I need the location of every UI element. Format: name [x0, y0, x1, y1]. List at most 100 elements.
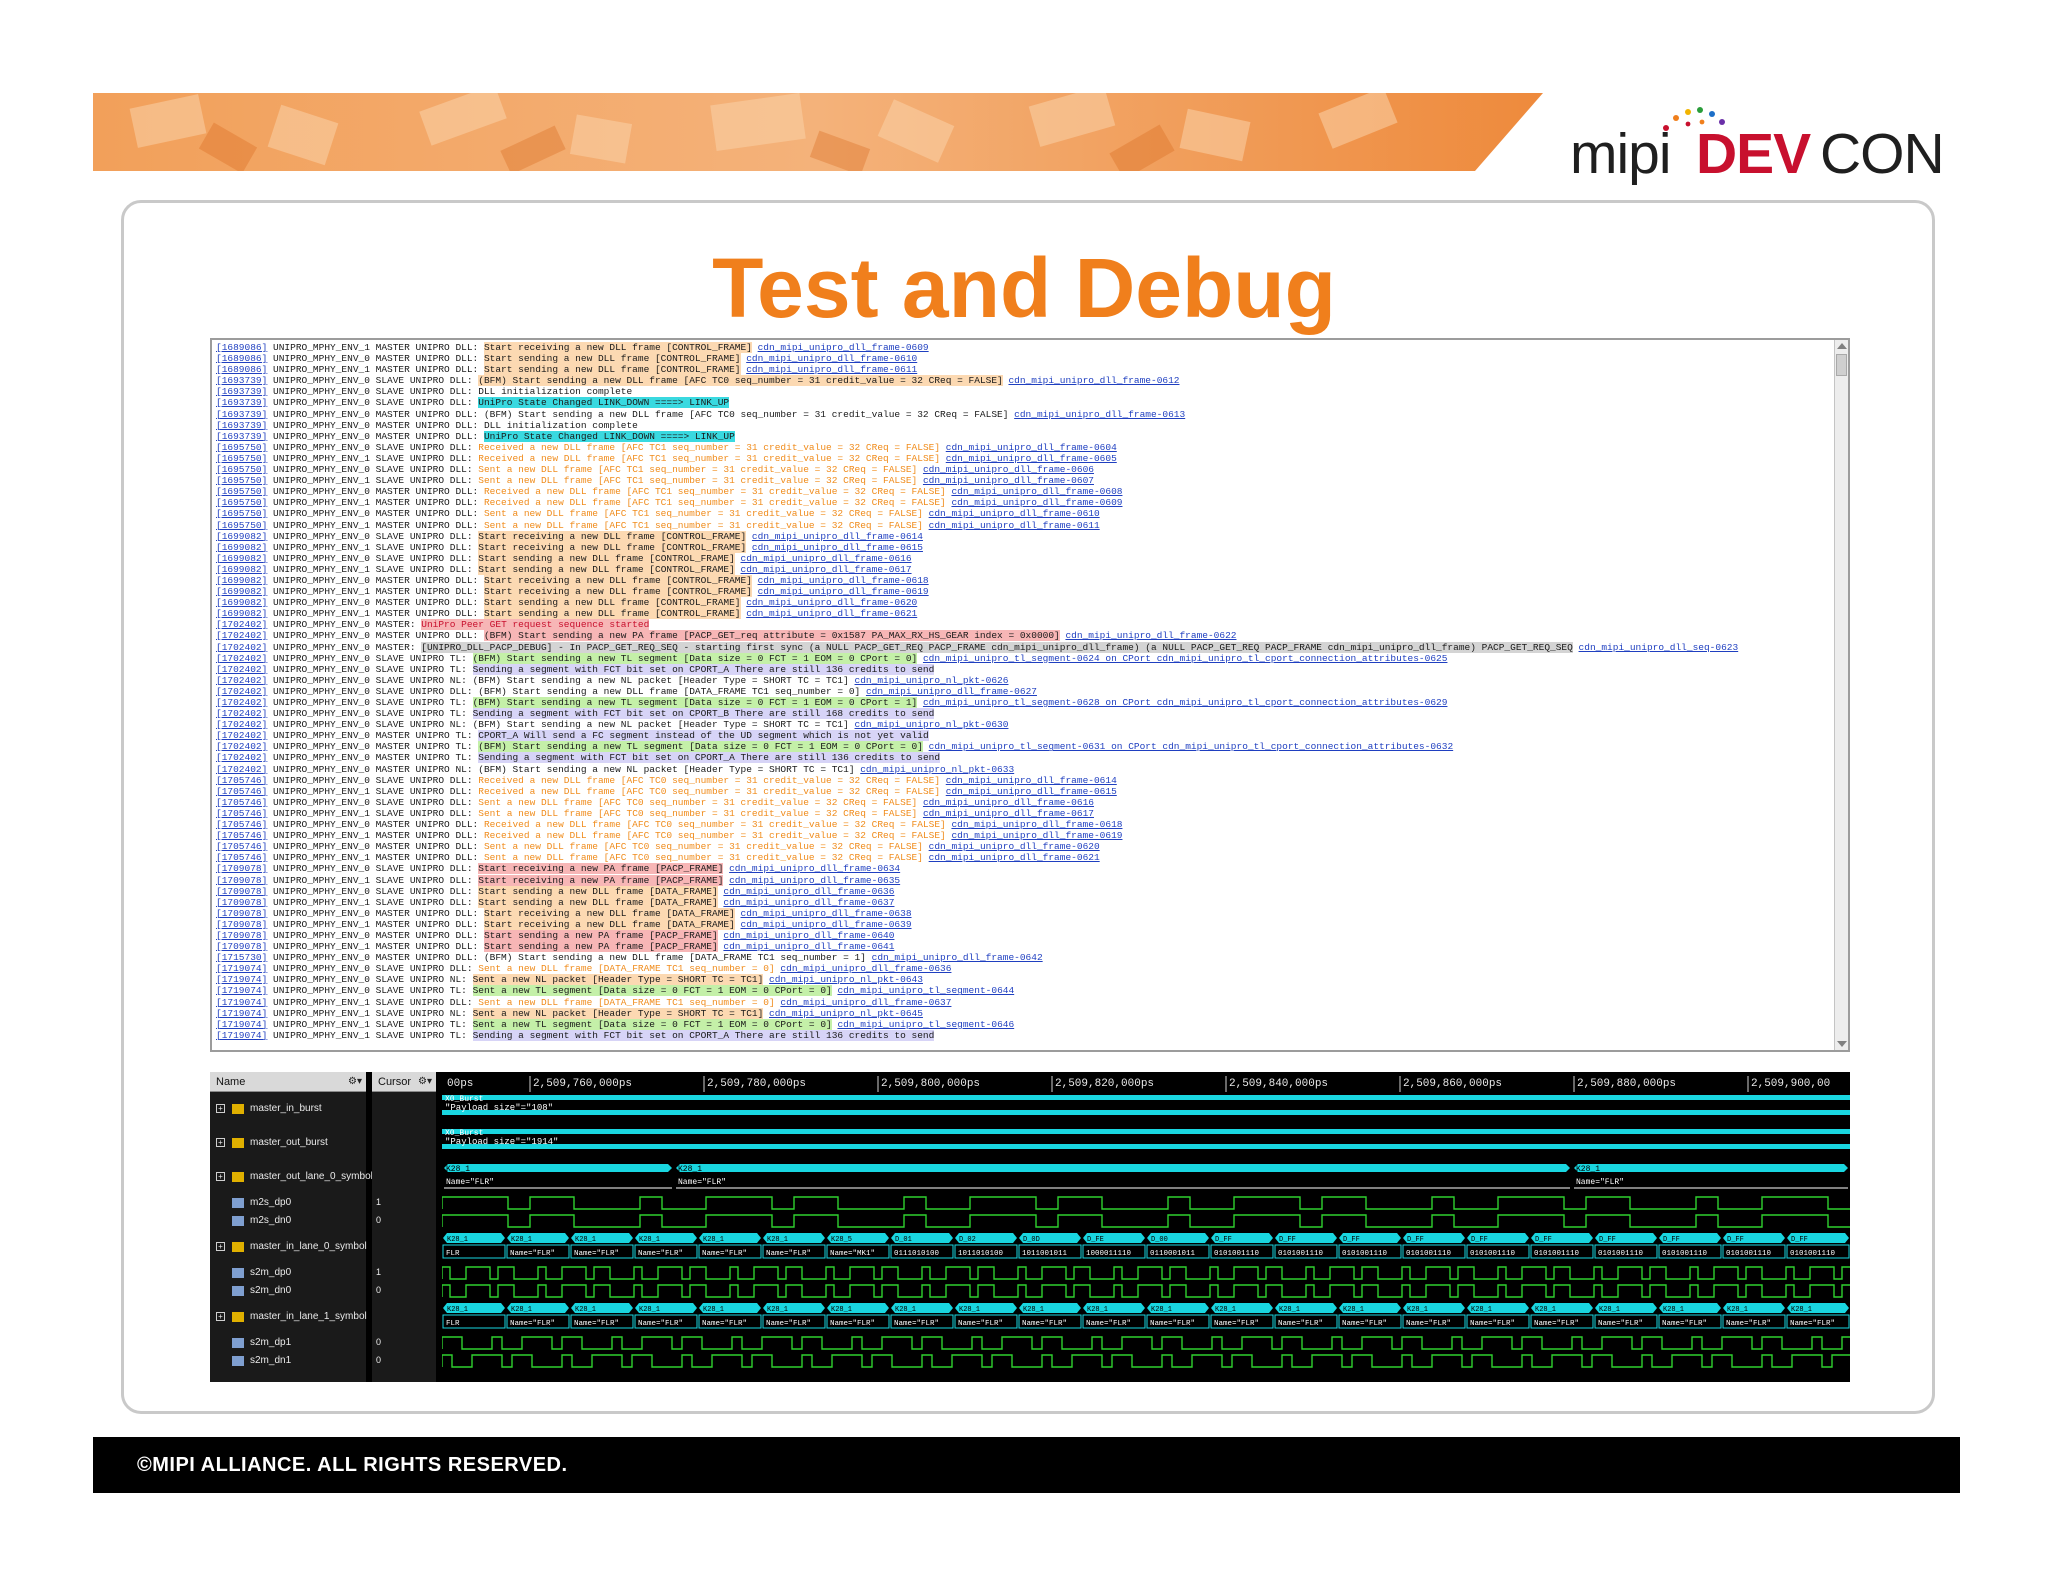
log-object-link[interactable]: cdn_mipi_unipro_dll_frame-0607 [922, 475, 1094, 487]
signal-row-master_in_lane_0_symbol[interactable]: +master_in_lane_0_symbol [210, 1230, 367, 1264]
signal-row-master_in_lane_1_symbol[interactable]: +master_in_lane_1_symbol [210, 1300, 367, 1334]
log-timestamp-link[interactable]: [1705746] [216, 852, 268, 864]
log-object-link[interactable]: cdn_mipi_unipro_dll_frame-0621 [746, 608, 918, 620]
log-object-link[interactable]: cdn_mipi_unipro_dll_frame-0612 [1008, 375, 1180, 387]
log-timestamp-link[interactable]: [1689086] [216, 342, 268, 353]
log-timestamp-link[interactable]: [1693739] [216, 419, 268, 431]
log-object-link[interactable]: cdn_mipi_unipro_dll_frame-0618 [951, 819, 1123, 831]
log-object-link[interactable]: cdn_mipi_unipro_dll_frame-0609 [951, 497, 1123, 509]
signal-row-s2m_dn0[interactable]: s2m_dn0 [210, 1282, 366, 1300]
log-timestamp-link[interactable]: [1702402] [216, 719, 268, 731]
log-object-link[interactable]: cdn_mipi_unipro_dll_frame-0608 [951, 486, 1123, 498]
log-object-link[interactable]: cdn_mipi_unipro_nl_pkt-0643 [769, 974, 923, 986]
log-timestamp-link[interactable]: [1689086] [216, 353, 268, 365]
log-scrollbar[interactable] [1834, 340, 1848, 1050]
expand-icon[interactable]: + [216, 1242, 225, 1251]
log-object-link[interactable]: cdn_mipi_unipro_dll_frame-0604 [945, 441, 1117, 453]
expand-icon[interactable]: + [216, 1172, 225, 1181]
log-object-link[interactable]: cdn_mipi_unipro_dll_frame-0616 [922, 796, 1094, 808]
log-timestamp-link[interactable]: [1705746] [216, 796, 268, 808]
log-object-link[interactable]: cdn_mipi_unipro_tl_segment-0624 on CPort… [922, 652, 1448, 664]
log-timestamp-link[interactable]: [1719074] [216, 1007, 268, 1019]
log-timestamp-link[interactable]: [1695750] [216, 519, 268, 531]
log-timestamp-link[interactable]: [1699082] [216, 552, 268, 564]
log-object-link[interactable]: cdn_mipi_unipro_dll_frame-0627 [865, 685, 1037, 697]
log-timestamp-link[interactable]: [1709078] [216, 918, 268, 930]
log-timestamp-link[interactable]: [1702402] [216, 708, 268, 720]
log-object-link[interactable]: cdn_mipi_unipro_dll_frame-0620 [746, 597, 918, 609]
scroll-down-arrow-icon[interactable] [1837, 1041, 1847, 1047]
log-object-link[interactable]: cdn_mipi_unipro_dll_frame-0611 [746, 364, 918, 376]
log-object-link[interactable]: cdn_mipi_unipro_dll_frame-0614 [751, 530, 923, 542]
log-object-link[interactable]: cdn_mipi_unipro_dll_frame-0610 [746, 353, 918, 365]
signal-row-s2m_dp1[interactable]: s2m_dp1 [210, 1334, 366, 1352]
log-object-link[interactable]: cdn_mipi_unipro_dll_frame-0605 [945, 452, 1117, 464]
log-object-link[interactable]: cdn_mipi_unipro_nl_pkt-0633 [860, 763, 1015, 775]
signal-row-s2m_dp0[interactable]: s2m_dp0 [210, 1264, 366, 1282]
log-object-link[interactable]: cdn_mipi_unipro_dll_frame-0611 [928, 519, 1100, 531]
log-object-link[interactable]: cdn_mipi_unipro_dll_frame-0636 [780, 963, 952, 975]
log-timestamp-link[interactable]: [1702402] [216, 619, 268, 631]
log-timestamp-link[interactable]: [1693739] [216, 430, 268, 442]
signal-row-m2s_dp0[interactable]: m2s_dp0 [210, 1194, 366, 1212]
log-timestamp-link[interactable]: [1719074] [216, 1029, 268, 1041]
log-object-link[interactable]: cdn_mipi_unipro_dll_frame-0635 [729, 874, 901, 886]
signal-row-m2s_dn0[interactable]: m2s_dn0 [210, 1212, 366, 1230]
log-timestamp-link[interactable]: [1693739] [216, 397, 268, 409]
simulation-log-window[interactable]: [1689086] UNIPRO_MPHY_ENV_1 MASTER UNIPR… [210, 338, 1850, 1052]
log-timestamp-link[interactable]: [1709078] [216, 907, 268, 919]
log-timestamp-link[interactable]: [1693739] [216, 375, 268, 387]
log-object-link[interactable]: cdn_mipi_unipro_dll_frame-0617 [922, 807, 1094, 819]
signal-row-master_in_burst[interactable]: +master_in_burst [210, 1092, 366, 1126]
log-timestamp-link[interactable]: [1699082] [216, 574, 268, 586]
signal-row-s2m_dn1[interactable]: s2m_dn1 [210, 1352, 366, 1370]
log-timestamp-link[interactable]: [1719074] [216, 985, 268, 997]
log-object-link[interactable]: cdn_mipi_unipro_tl_segment-0628 on CPort… [922, 697, 1448, 708]
log-timestamp-link[interactable]: [1702402] [216, 674, 268, 686]
log-object-link[interactable]: cdn_mipi_unipro_dll_frame-0614 [945, 774, 1117, 786]
log-timestamp-link[interactable]: [1693739] [216, 408, 268, 420]
log-object-link[interactable]: cdn_mipi_unipro_tl_segment-0644 [837, 985, 1015, 997]
name-column-header[interactable]: Name ⚙▾ [210, 1072, 366, 1092]
log-timestamp-link[interactable]: [1709078] [216, 863, 268, 875]
cursor-column-header[interactable]: Cursor ⚙▾ [372, 1072, 436, 1092]
log-timestamp-link[interactable]: [1699082] [216, 608, 268, 620]
log-object-link[interactable]: cdn_mipi_unipro_dll_frame-0618 [757, 574, 929, 586]
log-object-link[interactable]: cdn_mipi_unipro_nl_pkt-0645 [769, 1007, 923, 1019]
log-timestamp-link[interactable]: [1699082] [216, 530, 268, 542]
log-object-link[interactable]: cdn_mipi_unipro_dll_frame-0620 [928, 841, 1100, 853]
log-timestamp-link[interactable]: [1719074] [216, 996, 268, 1008]
log-timestamp-link[interactable]: [1709078] [216, 885, 268, 897]
log-timestamp-link[interactable]: [1709078] [216, 941, 268, 953]
log-object-link[interactable]: cdn_mipi_unipro_dll_seq-0623 [1578, 641, 1739, 653]
log-object-link[interactable]: cdn_mipi_unipro_dll_frame-0610 [928, 508, 1100, 520]
log-timestamp-link[interactable]: [1709078] [216, 874, 268, 886]
log-object-link[interactable]: cdn_mipi_unipro_tl_segment-0631 on CPort… [928, 741, 1454, 753]
log-object-link[interactable]: cdn_mipi_unipro_dll_frame-0609 [757, 342, 929, 353]
log-timestamp-link[interactable]: [1702402] [216, 652, 268, 664]
log-timestamp-link[interactable]: [1715730] [216, 952, 268, 964]
log-timestamp-link[interactable]: [1709078] [216, 929, 268, 941]
log-timestamp-link[interactable]: [1702402] [216, 630, 268, 642]
log-timestamp-link[interactable]: [1695750] [216, 497, 268, 509]
log-timestamp-link[interactable]: [1699082] [216, 586, 268, 598]
log-timestamp-link[interactable]: [1705746] [216, 841, 268, 853]
signal-row-master_out_burst[interactable]: +master_out_burst [210, 1126, 366, 1160]
log-timestamp-link[interactable]: [1699082] [216, 597, 268, 609]
log-object-link[interactable]: cdn_mipi_unipro_dll_frame-0640 [723, 929, 895, 941]
log-object-link[interactable]: cdn_mipi_unipro_dll_frame-0638 [740, 907, 912, 919]
log-timestamp-link[interactable]: [1705746] [216, 830, 268, 842]
log-object-link[interactable]: cdn_mipi_unipro_dll_frame-0642 [871, 952, 1043, 964]
log-timestamp-link[interactable]: [1702402] [216, 685, 268, 697]
log-timestamp-link[interactable]: [1702402] [216, 752, 268, 764]
log-timestamp-link[interactable]: [1695750] [216, 464, 268, 476]
scroll-up-arrow-icon[interactable] [1837, 343, 1847, 349]
log-timestamp-link[interactable]: [1705746] [216, 785, 268, 797]
signal-row-master_out_lane_0_symbol[interactable]: +master_out_lane_0_symbol [210, 1160, 373, 1194]
expand-icon[interactable]: + [216, 1104, 225, 1113]
log-object-link[interactable]: cdn_mipi_unipro_dll_frame-0615 [751, 541, 923, 553]
log-timestamp-link[interactable]: [1702402] [216, 697, 268, 708]
log-object-link[interactable]: cdn_mipi_unipro_dll_frame-0619 [951, 830, 1123, 842]
log-object-link[interactable]: cdn_mipi_unipro_dll_frame-0616 [740, 552, 912, 564]
